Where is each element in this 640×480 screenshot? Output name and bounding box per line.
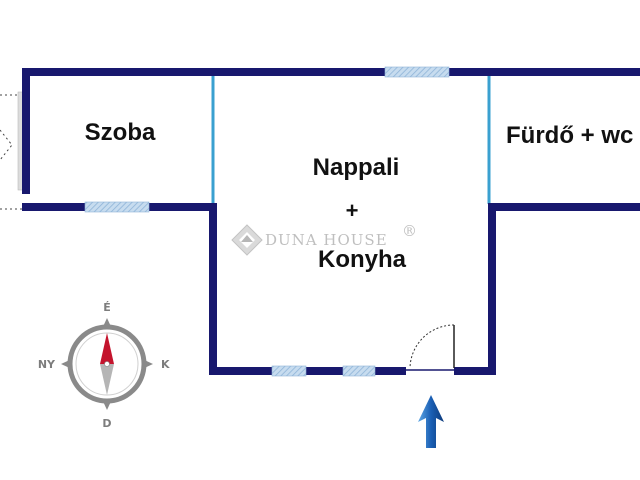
compass-needle-south <box>100 364 114 395</box>
compass-rose-icon <box>61 318 153 410</box>
watermark-registered-mark: ® <box>402 222 418 240</box>
room-label-bedroom: Szoba <box>85 119 156 146</box>
interior-partitions <box>211 76 491 204</box>
room-label-bathroom: Fürdő + wc <box>506 122 633 149</box>
compass-label-south: D <box>102 417 111 430</box>
compass-needle-north <box>100 333 114 364</box>
duna-house-logo-icon <box>231 224 263 256</box>
left-edge-dashed-lines <box>0 94 22 210</box>
windows <box>84 66 450 377</box>
door-swing <box>409 324 455 369</box>
watermark-text: DUNA HOUSE <box>265 231 388 249</box>
room-label-kitchen: Konyha <box>318 246 407 273</box>
watermark: DUNA HOUSE ® <box>231 222 418 256</box>
entrance-arrow-icon <box>418 395 444 448</box>
compass-label-east: K <box>161 358 170 371</box>
compass-label-north: É <box>103 301 111 314</box>
window-living-bottom-left <box>271 365 307 377</box>
window-bedroom-bottom <box>84 201 150 213</box>
window-living-bottom-right <box>342 365 376 377</box>
room-label-living-room: Nappali <box>313 154 400 181</box>
window-top <box>384 66 450 78</box>
room-label-plus: + <box>346 198 359 223</box>
compass-label-west: NY <box>38 358 56 371</box>
entrance-door <box>406 324 455 375</box>
